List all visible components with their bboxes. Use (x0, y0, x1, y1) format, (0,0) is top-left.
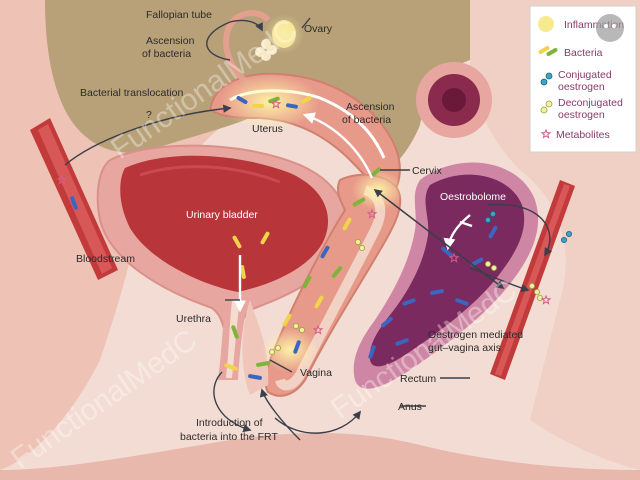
label-vagina: Vagina (300, 367, 332, 379)
label-question-mark: ? (146, 109, 152, 121)
label-rectum: Rectum (400, 373, 436, 385)
inflammation-icon (538, 16, 554, 32)
label-intro-1: Introduction of (196, 417, 263, 429)
bacteria-group (70, 96, 498, 380)
overlay-circle-icon[interactable] (596, 14, 624, 42)
label-uterus: Uterus (252, 123, 283, 135)
bladder-lumen (120, 155, 329, 292)
label-urinary-bladder: Urinary bladder (186, 209, 258, 221)
label-bloodstream: Bloodstream (76, 253, 135, 265)
legend-label-conjugated-1: Conjugated (558, 69, 612, 81)
overlay-dot (604, 24, 608, 28)
rectum-lumen (369, 174, 525, 367)
oestrogen-dots (268, 210, 573, 355)
legend-label-deconjugated-1: Deconjugated (558, 97, 623, 109)
bacteria-icon (538, 46, 558, 57)
legend-label-bacteria: Bacteria (564, 47, 603, 59)
legend-label-metabolites: Metabolites (556, 129, 610, 141)
label-bacterial-translocation: Bacterial translocation (80, 87, 183, 99)
skin-lower (0, 433, 640, 480)
label-ovary: Ovary (304, 23, 333, 35)
label-ascension-mid-2: of bacteria (342, 114, 391, 126)
label-fallopian-tube: Fallopian tube (146, 9, 212, 21)
label-ascension-mid-1: Ascension (346, 101, 395, 113)
label-gut-vagina-2: gut–vagina axis (428, 342, 501, 354)
label-gut-vagina-1: Oestrogen mediated (428, 329, 523, 341)
label-anus: Anus (398, 401, 422, 413)
legend-label-conjugated-2: oestrogen (558, 81, 605, 93)
fallopian-tube (223, 10, 271, 88)
label-oestrobolome: Oestrobolome (440, 191, 506, 203)
conjugated-oestrogen-icon (540, 72, 553, 86)
legend-label-deconjugated-2: oestrogen (558, 109, 605, 121)
label-ascension-top-1: Ascension (146, 35, 195, 47)
label-urethra: Urethra (176, 313, 211, 325)
overlay-dot (612, 24, 616, 28)
label-ascension-top-2: of bacteria (142, 48, 191, 60)
label-cervix: Cervix (412, 165, 443, 177)
label-intro-2: bacteria into the FRT (180, 431, 278, 443)
deconjugated-oestrogen-icon (540, 100, 553, 114)
